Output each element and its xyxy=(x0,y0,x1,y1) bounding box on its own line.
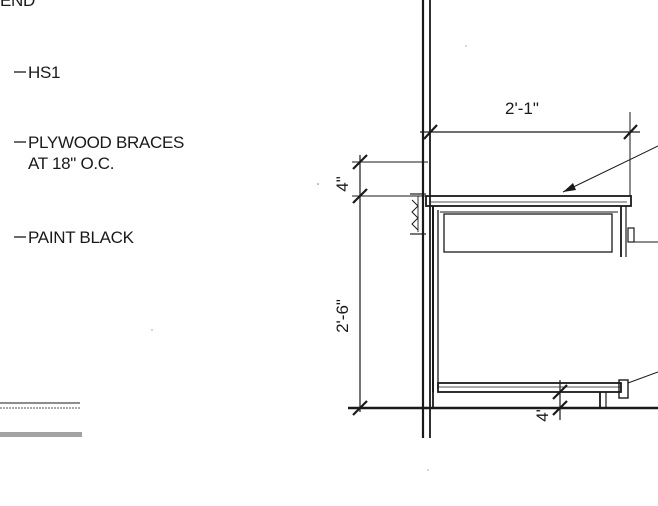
dim-width-tick-left xyxy=(423,124,438,140)
bottom-shelf xyxy=(437,382,622,393)
blocking-hatch xyxy=(411,199,419,231)
leader-countertop-arrow xyxy=(563,183,576,192)
note-end: END xyxy=(0,0,35,10)
dim-height-tick-bottom xyxy=(352,400,368,416)
dim-base-tick-top xyxy=(552,384,568,400)
scan-speck xyxy=(151,329,153,331)
title-block-text-strip xyxy=(0,432,82,437)
dim-height-small-label: 4" xyxy=(333,176,352,192)
scan-speck xyxy=(465,45,467,47)
leader-countertop xyxy=(562,145,658,193)
scan-speck xyxy=(427,469,429,471)
note-paint: PAINT BLACK xyxy=(28,228,135,247)
dim-base-label: 4" xyxy=(533,406,552,422)
countertop xyxy=(425,195,632,207)
dim-height-tick-top xyxy=(352,154,368,170)
leader-lower-post xyxy=(627,371,658,384)
dim-width-label: 2'-1" xyxy=(505,99,539,118)
dim-height-main-label: 2'-6" xyxy=(333,299,352,333)
drawer-pull xyxy=(627,227,635,243)
drawer-box xyxy=(443,213,613,253)
dim-base-tick-bottom xyxy=(552,400,568,416)
note-plywood-line1: PLYWOOD BRACES xyxy=(28,133,184,152)
dim-height-tick-mid xyxy=(352,188,368,204)
note-hs1: HS1 xyxy=(28,63,60,82)
note-plywood-line2: AT 18" O.C. xyxy=(28,154,114,173)
dim-width-tick-right xyxy=(623,124,638,140)
front-lower-post xyxy=(618,379,629,399)
scan-speck xyxy=(317,183,319,185)
